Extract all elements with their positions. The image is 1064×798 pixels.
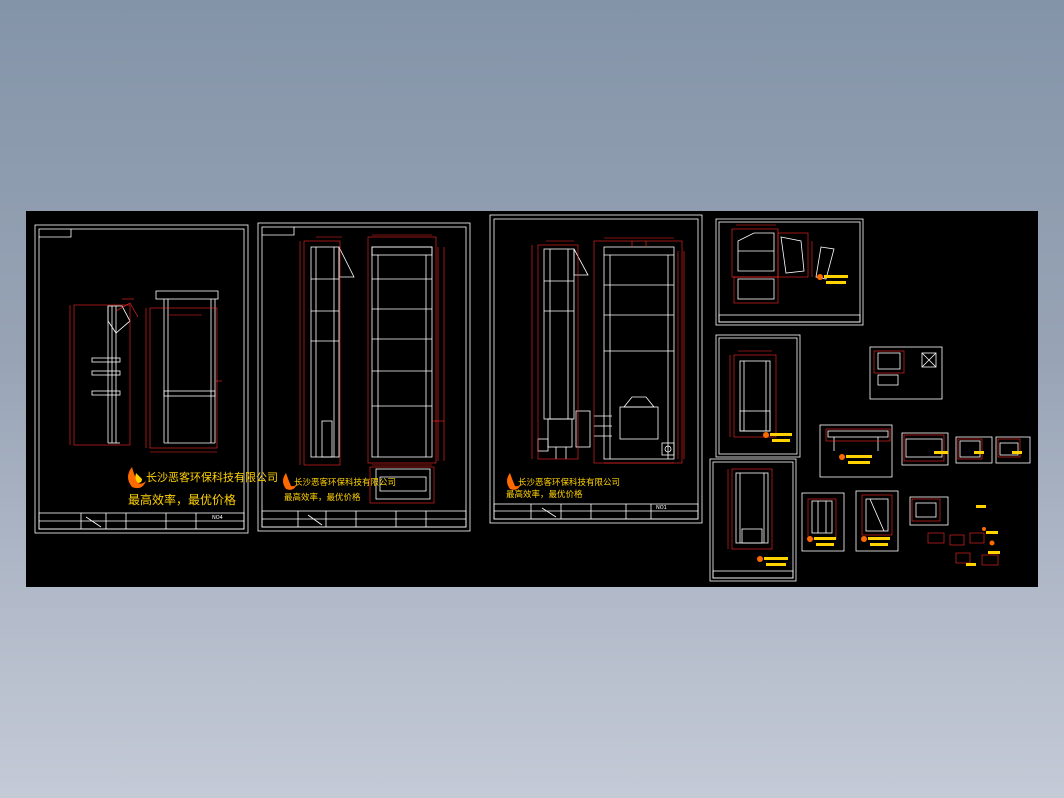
drawing-sheet-4[interactable] <box>715 218 864 326</box>
drawing-sheet-3[interactable] <box>489 214 703 524</box>
title-block <box>261 510 467 528</box>
company-slogan: 最高效率，最优价格 <box>128 492 236 507</box>
sheet-1-title-tag: NO4 <box>212 515 223 521</box>
drawing-sheet-2[interactable] <box>257 222 471 532</box>
flame-logo-icon <box>283 473 297 490</box>
front-elevation <box>155 290 219 444</box>
drawing-sheet-5[interactable] <box>715 334 801 458</box>
title-block <box>38 512 245 530</box>
sheet-inner-border <box>493 218 699 520</box>
drawing-sheet-9[interactable] <box>901 432 949 466</box>
flame-logo-icon <box>128 467 146 489</box>
drawing-sheet-10[interactable] <box>955 436 993 464</box>
cad-drawing-canvas: 长沙恶客环保科技有限公司 最高效率，最优价格 长沙恶客环保科技有限公司 最高效率… <box>34 214 1031 582</box>
sheet-border <box>34 224 249 534</box>
drawing-sheet-7[interactable] <box>869 346 943 400</box>
drawing-sheet-8[interactable] <box>819 424 893 478</box>
company-logo-sheet-1: 长沙恶客环保科技有限公司 最高效率，最优价格 <box>128 467 278 507</box>
sheet-border <box>715 218 864 326</box>
side-elevation <box>91 305 131 444</box>
company-name: 长沙恶客环保科技有限公司 <box>518 477 620 488</box>
front-elevation <box>594 246 675 460</box>
sheet-border <box>257 222 471 532</box>
cad-viewport[interactable]: 长沙恶客环保科技有限公司 最高效率，最优价格 长沙恶客环保科技有限公司 最高效率… <box>26 211 1038 587</box>
drawing-sheet-14[interactable] <box>909 496 949 526</box>
front-elevation <box>371 246 433 458</box>
side-elevation <box>537 248 591 459</box>
company-name: 长沙恶客环保科技有限公司 <box>146 470 278 484</box>
company-slogan: 最高效率，最优价格 <box>506 489 583 500</box>
sheet-border <box>715 334 801 458</box>
sheet-border <box>489 214 703 524</box>
company-logo-sheet-3: 长沙恶客环保科技有限公司 最高效率，最优价格 <box>506 473 620 500</box>
drawing-sheet-1[interactable] <box>34 224 249 534</box>
plan-view <box>375 468 431 500</box>
title-block <box>493 503 699 520</box>
small-logo-marks <box>757 274 1022 566</box>
drawing-sheet-13[interactable] <box>855 490 899 552</box>
drawing-sheet-11[interactable] <box>995 436 1031 464</box>
sheet-border <box>709 458 797 582</box>
dimension-lines <box>69 224 1021 566</box>
sheet-3-title-tag: NO1 <box>656 505 667 511</box>
drawing-sheet-6[interactable] <box>709 458 797 582</box>
side-elevation <box>310 246 355 458</box>
flame-logo-icon <box>507 473 521 490</box>
company-name: 长沙恶客环保科技有限公司 <box>294 477 396 488</box>
company-logo-sheet-2: 长沙恶客环保科技有限公司 最高效率，最优价格 <box>283 473 396 503</box>
drawing-sheet-12[interactable] <box>801 492 845 552</box>
company-slogan: 最高效率，最优价格 <box>284 492 361 503</box>
